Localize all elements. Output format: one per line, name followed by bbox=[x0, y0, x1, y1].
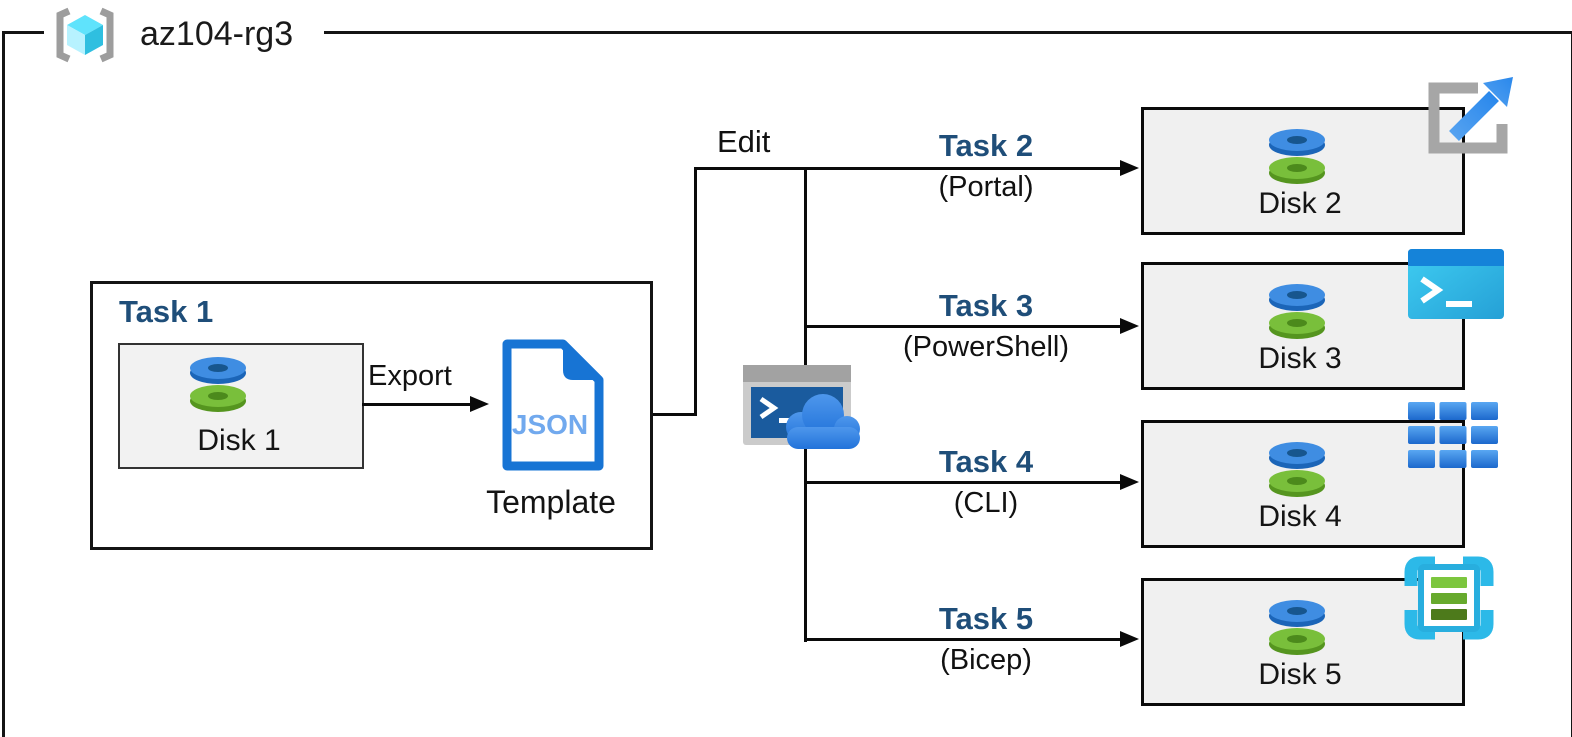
resource-group-icon bbox=[56, 7, 114, 63]
disk4-label: Disk 4 bbox=[1258, 500, 1342, 533]
cloud-shell-icon bbox=[743, 365, 860, 449]
disk1-disk-icon bbox=[190, 357, 246, 412]
export-arrowhead-icon bbox=[470, 396, 489, 412]
task3-arrowhead-icon bbox=[1120, 318, 1139, 334]
connector-task3-arrow-line bbox=[804, 325, 1122, 328]
disk4-disk-icon bbox=[1269, 442, 1325, 497]
connector-edit-vertical bbox=[694, 167, 697, 416]
task3-method-label: (PowerShell) bbox=[903, 331, 1069, 363]
disk5-label: Disk 5 bbox=[1258, 658, 1342, 691]
task1-title: Task 1 bbox=[119, 294, 214, 329]
edit-label: Edit bbox=[717, 124, 771, 159]
task2-label: Task 2 bbox=[938, 128, 1034, 163]
frame-label-gap bbox=[44, 28, 324, 38]
task2-arrowhead-icon bbox=[1120, 160, 1139, 176]
cli-grid-icon bbox=[1408, 402, 1498, 468]
task3-label: Task 3 bbox=[938, 288, 1034, 323]
bicep-template-icon bbox=[1404, 556, 1494, 640]
export-arrow-line bbox=[362, 403, 472, 406]
connector-task2-arrow-line bbox=[694, 167, 1122, 170]
connector-task4-arrow-line bbox=[804, 481, 1122, 484]
disk3-label: Disk 3 bbox=[1258, 342, 1342, 375]
cloud-glyph bbox=[786, 394, 860, 449]
task4-arrowhead-icon bbox=[1120, 474, 1139, 490]
disk2-label: Disk 2 bbox=[1258, 187, 1342, 220]
connector-task1-out bbox=[646, 413, 697, 416]
disk5-disk-icon bbox=[1269, 600, 1325, 655]
template-label: Template bbox=[486, 484, 616, 520]
task4-method-label: (CLI) bbox=[953, 487, 1019, 519]
task5-arrowhead-icon bbox=[1120, 631, 1139, 647]
disk1-label: Disk 1 bbox=[197, 424, 281, 457]
resource-group-label: az104-rg3 bbox=[140, 15, 294, 53]
disk2-disk-icon bbox=[1269, 129, 1325, 184]
disk3-disk-icon bbox=[1269, 284, 1325, 339]
powershell-icon bbox=[1408, 249, 1504, 319]
task5-label: Task 5 bbox=[938, 601, 1034, 636]
task5-method-label: (Bicep) bbox=[940, 644, 1032, 676]
json-text: JSON bbox=[512, 409, 588, 440]
task4-label: Task 4 bbox=[938, 444, 1034, 479]
connector-task5-arrow-line bbox=[804, 638, 1122, 641]
task2-method-label: (Portal) bbox=[938, 171, 1034, 203]
disk5-card bbox=[1141, 578, 1465, 706]
json-template-icon: JSON bbox=[502, 339, 604, 471]
export-label: Export bbox=[368, 360, 452, 392]
portal-share-arrow-icon bbox=[1428, 77, 1513, 154]
